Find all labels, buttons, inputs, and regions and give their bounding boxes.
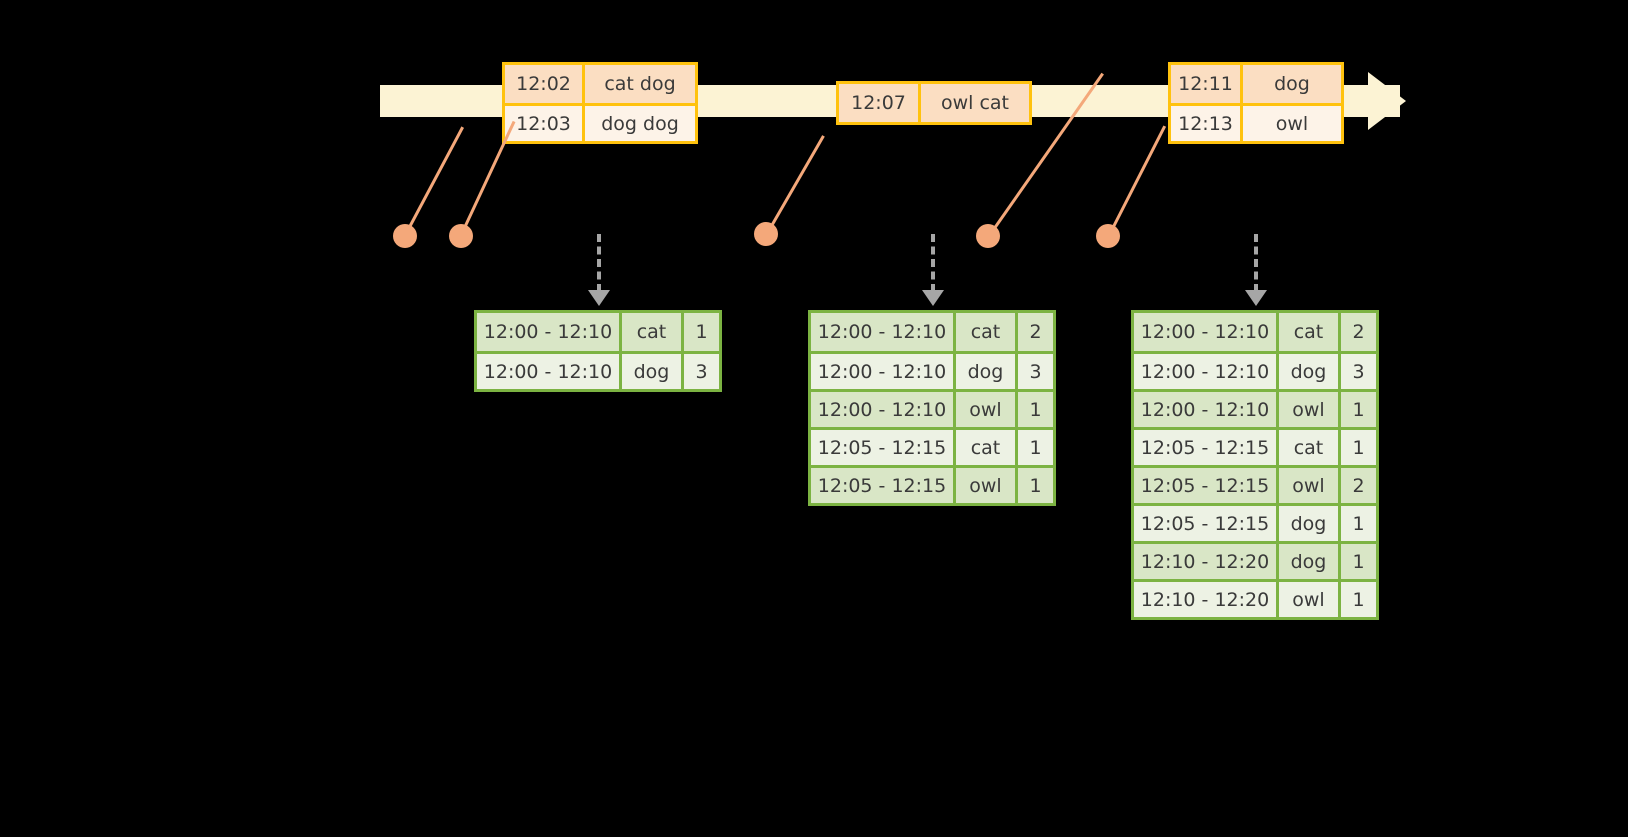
- cell-word: owl: [1279, 468, 1341, 503]
- cell-window: 12:10 - 12:20: [1134, 582, 1279, 617]
- event-dot-icon: [976, 224, 1000, 248]
- event-dot-icon: [1096, 224, 1120, 248]
- event-row: 12:07 owl cat: [839, 84, 1029, 122]
- connector-line: [1106, 125, 1167, 239]
- event-dot-icon: [449, 224, 473, 248]
- connector-line: [402, 126, 465, 239]
- cell-count: 2: [1029, 321, 1042, 343]
- event-time: 12:13: [1171, 106, 1243, 141]
- cell-word: owl: [956, 392, 1018, 427]
- event-time: 12:11: [1171, 65, 1243, 103]
- dashed-down-arrow-icon: [922, 234, 944, 306]
- event-row: 12:13 owl: [1171, 103, 1341, 141]
- cell-window: 12:05 - 12:15: [1134, 430, 1279, 465]
- cell-count: 1: [1352, 550, 1365, 573]
- cell-word: owl: [1279, 392, 1341, 427]
- cell-count: 1: [1352, 588, 1365, 611]
- cell-window: 12:05 - 12:15: [811, 430, 956, 465]
- cell-word: owl: [956, 468, 1018, 503]
- timeline-arrowhead-icon: [1368, 72, 1406, 130]
- cell-count: 1: [1352, 512, 1365, 535]
- cell-count: 2: [1352, 321, 1365, 343]
- cell-count: 3: [695, 360, 708, 383]
- cell-word: dog: [1279, 544, 1341, 579]
- cell-count: 2: [1352, 474, 1365, 497]
- event-value: dog: [1274, 73, 1310, 95]
- cell-count: 1: [1352, 436, 1365, 459]
- cell-word: cat: [1279, 430, 1341, 465]
- event-row: 12:02 cat dog: [505, 65, 695, 103]
- event-group-2: 12:07 owl cat: [836, 81, 1032, 125]
- cell-window: 12:05 - 12:15: [811, 468, 956, 503]
- event-time: 12:07: [839, 84, 921, 122]
- cell-window: 12:00 - 12:10: [1134, 313, 1279, 351]
- cell-word: dog: [622, 354, 684, 389]
- cell-word: dog: [1279, 354, 1341, 389]
- cell-count: 3: [1029, 360, 1042, 383]
- event-row: 12:03 dog dog: [505, 103, 695, 141]
- event-value: cat dog: [604, 73, 676, 95]
- event-dot-icon: [754, 222, 778, 246]
- cell-window: 12:00 - 12:10: [811, 354, 956, 389]
- cell-word: cat: [956, 313, 1018, 351]
- cell-word: cat: [622, 313, 684, 351]
- cell-window: 12:00 - 12:10: [477, 313, 622, 351]
- cell-window: 12:05 - 12:15: [1134, 468, 1279, 503]
- cell-word: dog: [1279, 506, 1341, 541]
- cell-count: 1: [695, 321, 708, 343]
- cell-word: dog: [956, 354, 1018, 389]
- event-group-1: 12:02 cat dog 12:03 dog dog: [502, 62, 698, 144]
- event-value: owl cat: [940, 92, 1010, 114]
- event-row: 12:11 dog: [1171, 65, 1341, 103]
- event-group-3: 12:11 dog 12:13 owl: [1168, 62, 1344, 144]
- cell-window: 12:00 - 12:10: [811, 313, 956, 351]
- connector-line: [458, 120, 516, 239]
- cell-count: 1: [1352, 398, 1365, 421]
- cell-count: 1: [1029, 398, 1042, 421]
- event-time: 12:02: [505, 65, 585, 103]
- cell-window: 12:00 - 12:10: [811, 392, 956, 427]
- cell-count: 3: [1352, 360, 1365, 383]
- event-time: 12:03: [505, 106, 585, 141]
- event-value: dog dog: [601, 112, 679, 135]
- cell-window: 12:10 - 12:20: [1134, 544, 1279, 579]
- cell-word: cat: [1279, 313, 1341, 351]
- cell-window: 12:00 - 12:10: [1134, 392, 1279, 427]
- cell-count: 1: [1029, 474, 1042, 497]
- event-value: owl: [1275, 112, 1309, 135]
- cell-word: owl: [1279, 582, 1341, 617]
- cell-window: 12:05 - 12:15: [1134, 506, 1279, 541]
- cell-window: 12:00 - 12:10: [477, 354, 622, 389]
- cell-word: cat: [956, 430, 1018, 465]
- cell-window: 12:00 - 12:10: [1134, 354, 1279, 389]
- dashed-down-arrow-icon: [588, 234, 610, 306]
- dashed-down-arrow-icon: [1245, 234, 1267, 306]
- cell-count: 1: [1029, 436, 1042, 459]
- connector-line: [764, 135, 825, 237]
- event-dot-icon: [393, 224, 417, 248]
